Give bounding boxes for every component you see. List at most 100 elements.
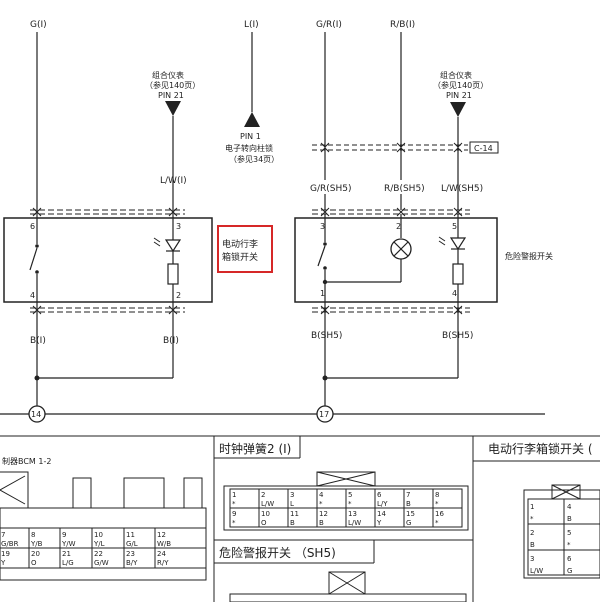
ground-point-17-icon	[316, 405, 334, 423]
bcm-cell: W/B	[157, 540, 171, 548]
left-pin-d: 2	[176, 291, 181, 300]
hazard-panel-title: 危险警报开关 （SH5)	[219, 545, 336, 560]
clock-cell: *	[348, 500, 352, 508]
hazard-switch-label: 危险警报开关	[505, 251, 553, 261]
clock-cell: B	[290, 519, 295, 527]
hazard-switch-box	[294, 217, 498, 303]
cluster-left-pin: PIN 21	[158, 91, 184, 100]
steering-lock-arrow-icon	[244, 112, 260, 127]
lock-ref: （参见34页）	[229, 154, 279, 164]
trunk-panel-title: 电动行李箱锁开关 (	[488, 441, 593, 456]
clock-cell: B	[406, 500, 411, 508]
bcm-cell: 12	[157, 531, 166, 539]
wire-label-b-2: B(I)	[163, 336, 179, 346]
clock-cell: 10	[261, 510, 270, 518]
bcm-cell: Y	[0, 559, 6, 567]
cluster-right-name: 组合仪表	[440, 70, 472, 80]
bcm-cell: 7	[1, 531, 5, 539]
left-box-bottom-connector	[30, 305, 185, 315]
cluster-right-pin: PIN 21	[446, 91, 472, 100]
right-box-top-connector	[312, 207, 470, 217]
trunk-cell: 5	[567, 529, 571, 537]
cluster-left-arrow-icon	[165, 101, 181, 116]
clock-cell: 5	[348, 491, 352, 499]
right-resistor-icon	[452, 263, 464, 285]
clock-cell: *	[232, 519, 236, 527]
clock-cell: 6	[377, 491, 382, 499]
trunk-cell: 6	[567, 555, 572, 563]
bcm-cell: 24	[157, 550, 166, 558]
wire-label-b-sh5-2: B(SH5)	[442, 331, 473, 341]
bcm-cell: 22	[94, 550, 103, 558]
trunk-cell: B	[530, 541, 535, 549]
clock-cell: Y	[376, 519, 382, 527]
bcm-cell: Y/W	[61, 540, 76, 548]
bcm-title: 制器BCM 1-2	[2, 456, 51, 466]
trunk-cell: L/W	[530, 567, 543, 575]
clock-cell: *	[319, 500, 323, 508]
trunk-lock-switch-box	[3, 217, 213, 303]
right-pin-e: 4	[452, 289, 457, 298]
wire-label-b-sh5-1: B(SH5)	[311, 331, 342, 341]
trunk-cell: B	[567, 515, 572, 523]
clock-cell: 2	[261, 491, 265, 499]
left-box-top-connector	[30, 207, 185, 217]
bcm-cell: R/Y	[157, 559, 169, 567]
clock-cell: 11	[290, 510, 299, 518]
clock-cell: 4	[319, 491, 324, 499]
left-pin-b: 3	[176, 222, 181, 231]
trunk-cell: *	[530, 515, 534, 523]
left-pin-a: 6	[30, 222, 35, 231]
ground-point-14-icon	[28, 405, 46, 423]
right-pin-d: 1	[320, 289, 325, 298]
clock-cell: 3	[290, 491, 294, 499]
bcm-cell: 20	[31, 550, 40, 558]
clock-cell: G	[406, 519, 411, 527]
trunk-lock-label-line1: 电动行李	[222, 238, 258, 250]
clock-cell: 12	[319, 510, 328, 518]
bcm-cell: B/Y	[126, 559, 138, 567]
cluster-left-ref: （参见140页）	[145, 80, 200, 90]
wire-label-rb-sh5: R/B(SH5)	[384, 184, 425, 194]
wire-label-lw: L/W(I)	[160, 176, 187, 186]
wire-label-gr-sh5: G/R(SH5)	[310, 184, 352, 194]
bcm-cell: G/W	[94, 559, 109, 567]
clock-cell: L/Y	[377, 500, 388, 508]
ground-label-14: 14	[31, 410, 41, 419]
bcm-cell: O	[31, 559, 37, 567]
bcm-cell: Y/B	[30, 540, 43, 548]
left-pin-c: 4	[30, 291, 35, 300]
bcm-cell: 21	[62, 550, 71, 558]
clock-spring-connector	[223, 471, 469, 531]
clock-spring-title: 时钟弹簧2 (I)	[219, 441, 291, 456]
right-switch-icon	[317, 218, 327, 302]
bcm-cell: 10	[94, 531, 103, 539]
hazard-panel-connector	[229, 571, 467, 602]
clock-cell: 14	[377, 510, 386, 518]
clock-cell: L/W	[348, 519, 361, 527]
bcm-cell: L/G	[62, 559, 74, 567]
clock-cell: L/W	[261, 500, 274, 508]
clock-cell: *	[435, 519, 439, 527]
wire-label-lw-sh5: L/W(SH5)	[441, 184, 483, 194]
right-pin-b: 2	[396, 222, 401, 231]
lock-name: 电子转向柱锁	[225, 143, 273, 153]
clock-cell: B	[319, 519, 324, 527]
right-pin-a: 3	[320, 222, 325, 231]
trunk-cell: G	[567, 567, 572, 575]
clock-cell: *	[435, 500, 439, 508]
lock-pin: PIN 1	[240, 132, 261, 141]
right-pin-c: 5	[452, 222, 457, 231]
trunk-cell: 1	[530, 503, 534, 511]
wire-label-rb: R/B(I)	[390, 20, 415, 30]
clock-cell: 7	[406, 491, 410, 499]
left-led-icon	[153, 218, 182, 264]
trunk-cell: *	[567, 541, 571, 549]
trunk-panel-connector	[523, 484, 600, 579]
right-led-icon	[438, 218, 467, 264]
bcm-cell: 19	[1, 550, 10, 558]
clock-cell: 8	[435, 491, 439, 499]
ground-label-17: 17	[319, 410, 329, 419]
bcm-cell: G/L	[126, 540, 138, 548]
bcm-cell: Y/L	[93, 540, 105, 548]
